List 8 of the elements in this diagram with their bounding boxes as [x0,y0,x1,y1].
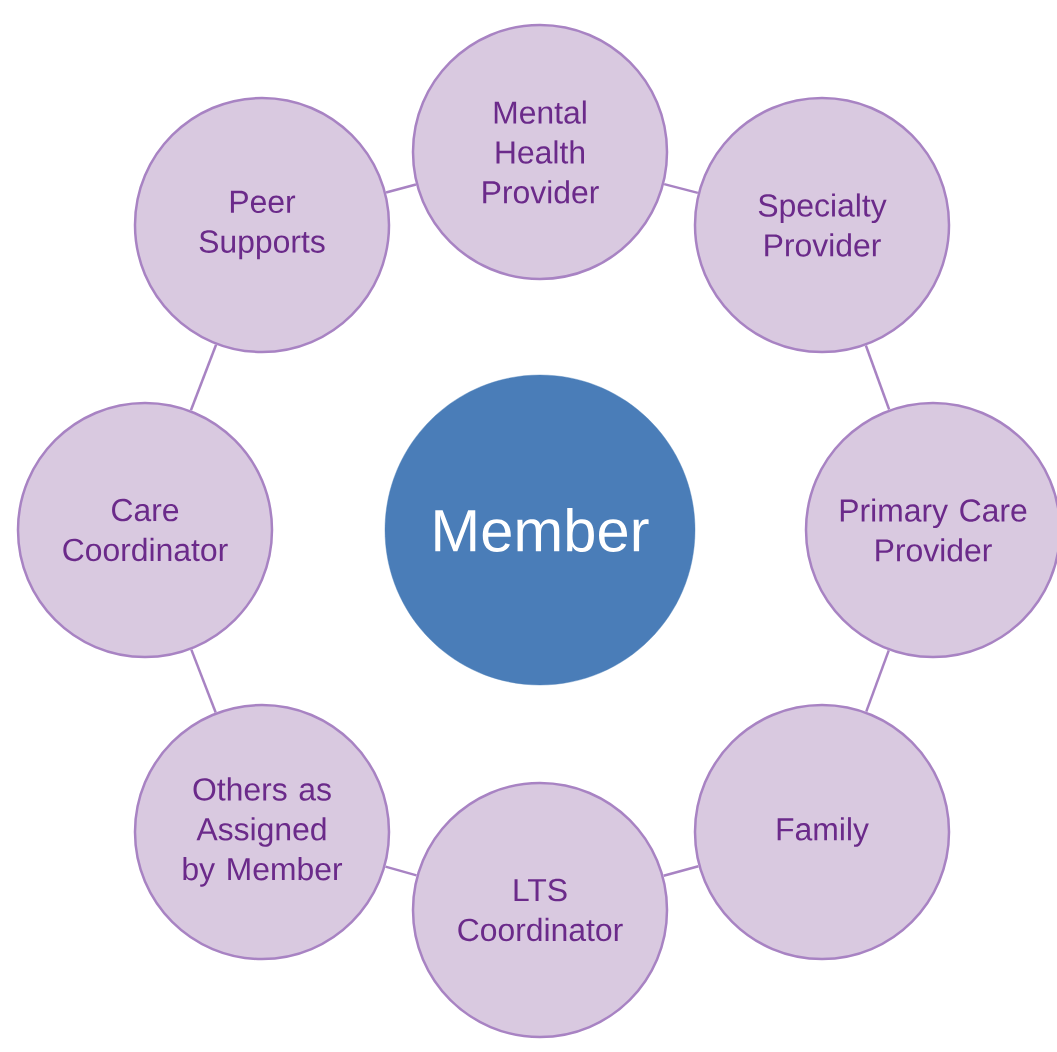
connector-line [865,649,890,713]
connector-line [189,344,218,411]
connector-line [864,345,891,410]
connector-line [385,865,417,877]
connector-line [385,183,417,194]
connector-line [663,865,699,878]
connector-line [190,649,217,713]
connector-line [663,182,699,195]
